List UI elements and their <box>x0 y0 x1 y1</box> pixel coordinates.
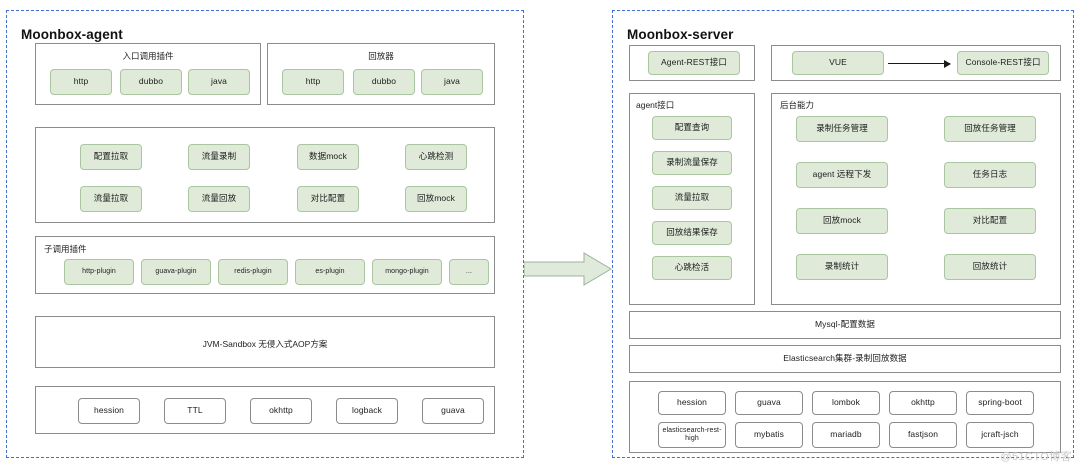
server-lib-spring-boot[interactable]: spring-boot <box>966 391 1034 415</box>
vue-to-console-arrow <box>888 59 951 68</box>
replayer-http[interactable]: http <box>282 69 344 95</box>
console-rest-api[interactable]: Console-REST接口 <box>957 51 1049 75</box>
backend-diff-config[interactable]: 对比配置 <box>944 208 1036 234</box>
backend-agent-remote-deploy[interactable]: agent 远程下发 <box>796 162 888 188</box>
server-libraries-group: hession guava lombok okhttp spring-boot … <box>629 381 1061 453</box>
moonbox-agent-title: Moonbox-agent <box>21 27 123 42</box>
agent-api-config-query[interactable]: 配置查询 <box>652 116 732 140</box>
agent-rest-group: Agent-REST接口 <box>629 45 755 81</box>
agent-lib-guava[interactable]: guava <box>422 398 484 424</box>
watermark: @51CTO博客 <box>1000 451 1072 463</box>
capability-traffic-pull[interactable]: 流量拉取 <box>80 186 142 212</box>
sub-plugin-more[interactable]: ... <box>449 259 489 285</box>
entry-plugin-java[interactable]: java <box>188 69 250 95</box>
server-lib-es-rest-high[interactable]: elasticsearch-rest-high <box>658 422 726 448</box>
jvm-sandbox-label: JVM-Sandbox 无侵入式AOP方案 <box>202 339 328 349</box>
capability-traffic-record[interactable]: 流量录制 <box>188 144 250 170</box>
backend-capabilities-label: 后台能力 <box>780 100 815 110</box>
sub-plugins-label: 子调用插件 <box>44 244 87 254</box>
server-lib-okhttp[interactable]: okhttp <box>889 391 957 415</box>
server-lib-hession[interactable]: hession <box>658 391 726 415</box>
agent-api-save-replay[interactable]: 回放结果保存 <box>652 221 732 245</box>
moonbox-server-panel: Moonbox-server Agent-REST接口 VUE Console-… <box>612 10 1074 458</box>
sub-plugin-guava[interactable]: guava-plugin <box>141 259 211 285</box>
entry-plugins-label: 入口调用插件 <box>122 51 174 61</box>
console-group: VUE Console-REST接口 <box>771 45 1061 81</box>
agent-rest-api[interactable]: Agent-REST接口 <box>648 51 740 75</box>
agent-api-group: agent接口 配置查询 录制流量保存 流量拉取 回放结果保存 心跳检活 <box>629 93 755 305</box>
sub-plugin-es[interactable]: es-plugin <box>295 259 365 285</box>
backend-replay-stats[interactable]: 回放统计 <box>944 254 1036 280</box>
backend-record-task-mgmt[interactable]: 录制任务管理 <box>796 116 888 142</box>
moonbox-agent-panel: Moonbox-agent 入口调用插件 http dubbo java 回放器… <box>6 10 524 458</box>
agent-capabilities-group: 配置拉取 流量录制 数据mock 心跳检测 流量拉取 流量回放 对比配置 回放m… <box>35 127 495 223</box>
jvm-sandbox-group: JVM-Sandbox 无侵入式AOP方案 <box>35 316 495 368</box>
server-lib-jcraft-jsch[interactable]: jcraft-jsch <box>966 422 1034 448</box>
replayer-java[interactable]: java <box>421 69 483 95</box>
capability-traffic-replay[interactable]: 流量回放 <box>188 186 250 212</box>
capability-data-mock[interactable]: 数据mock <box>297 144 359 170</box>
sub-plugin-mongo[interactable]: mongo-plugin <box>372 259 442 285</box>
moonbox-server-title: Moonbox-server <box>627 27 734 42</box>
capability-diff-config[interactable]: 对比配置 <box>297 186 359 212</box>
agent-api-traffic-pull[interactable]: 流量拉取 <box>652 186 732 210</box>
agent-api-save-recorded[interactable]: 录制流量保存 <box>652 151 732 175</box>
server-lib-mybatis[interactable]: mybatis <box>735 422 803 448</box>
capability-replay-mock[interactable]: 回放mock <box>405 186 467 212</box>
backend-replay-mock[interactable]: 回放mock <box>796 208 888 234</box>
backend-capabilities-group: 后台能力 录制任务管理 回放任务管理 agent 远程下发 任务日志 回放moc… <box>771 93 1061 305</box>
agent-to-server-arrow <box>523 252 612 286</box>
entry-plugin-http[interactable]: http <box>50 69 112 95</box>
backend-record-stats[interactable]: 录制统计 <box>796 254 888 280</box>
capability-heartbeat-check[interactable]: 心跳检测 <box>405 144 467 170</box>
agent-lib-ttl[interactable]: TTL <box>164 398 226 424</box>
backend-replay-task-mgmt[interactable]: 回放任务管理 <box>944 116 1036 142</box>
sub-plugin-redis[interactable]: redis-plugin <box>218 259 288 285</box>
server-lib-mariadb[interactable]: mariadb <box>812 422 880 448</box>
sub-plugins-group: 子调用插件 http-plugin guava-plugin redis-plu… <box>35 236 495 294</box>
server-lib-fastjson[interactable]: fastjson <box>889 422 957 448</box>
entry-plugin-dubbo[interactable]: dubbo <box>120 69 182 95</box>
replayer-group: 回放器 http dubbo java <box>267 43 495 105</box>
replayer-label: 回放器 <box>368 51 394 61</box>
capability-config-pull[interactable]: 配置拉取 <box>80 144 142 170</box>
storage-elasticsearch[interactable]: Elasticsearch集群-录制回放数据 <box>629 345 1061 373</box>
server-lib-guava[interactable]: guava <box>735 391 803 415</box>
server-lib-lombok[interactable]: lombok <box>812 391 880 415</box>
entry-plugins-group: 入口调用插件 http dubbo java <box>35 43 261 105</box>
agent-lib-okhttp[interactable]: okhttp <box>250 398 312 424</box>
backend-task-log[interactable]: 任务日志 <box>944 162 1036 188</box>
replayer-dubbo[interactable]: dubbo <box>353 69 415 95</box>
sub-plugin-http[interactable]: http-plugin <box>64 259 134 285</box>
agent-api-heartbeat[interactable]: 心跳检活 <box>652 256 732 280</box>
vue-app[interactable]: VUE <box>792 51 884 75</box>
agent-api-label: agent接口 <box>636 100 675 110</box>
storage-mysql[interactable]: Mysql-配置数据 <box>629 311 1061 339</box>
agent-lib-logback[interactable]: logback <box>336 398 398 424</box>
agent-libraries-group: hession TTL okhttp logback guava <box>35 386 495 434</box>
agent-lib-hession[interactable]: hession <box>78 398 140 424</box>
